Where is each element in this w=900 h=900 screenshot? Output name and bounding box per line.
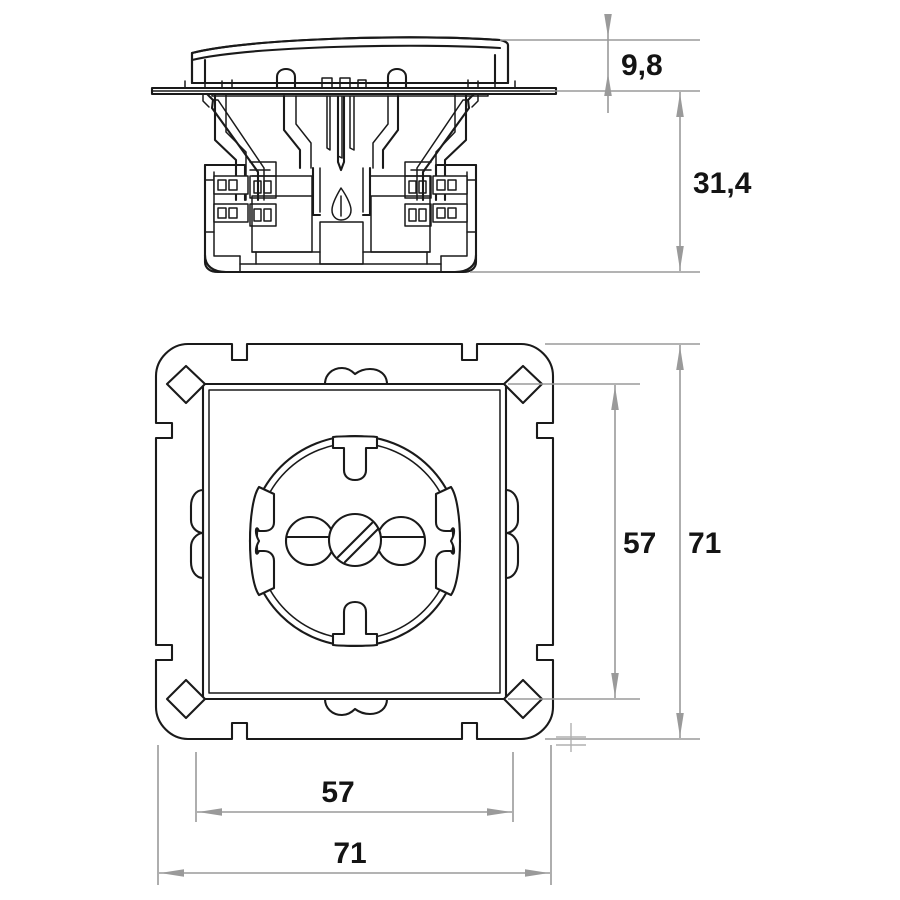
- center-screw-head: [331, 187, 352, 221]
- cover-plate: [190, 36, 510, 85]
- dim-height-71: 71: [676, 345, 721, 738]
- side-section-view: [150, 36, 558, 274]
- dim-31-4: 31,4: [676, 92, 752, 271]
- dimension-group-side: 9,8 31,4: [470, 14, 752, 273]
- center-mark: [556, 723, 586, 752]
- screw-tab-top: [323, 366, 389, 386]
- center-fixing-screw: [327, 512, 383, 568]
- earth-contact-right: [434, 485, 461, 597]
- mounting-claw-left: [202, 92, 265, 202]
- terminal-block-right: [404, 161, 478, 274]
- corner-lug-top-left: [165, 364, 207, 405]
- support-frame-outline: [154, 342, 555, 741]
- claw-slot-right: [504, 488, 520, 580]
- insert-bottom-contour: [203, 253, 478, 274]
- dim-width-71-label: 71: [333, 837, 366, 870]
- earth-contact-top: [331, 435, 379, 482]
- pin-hole-right: [375, 515, 427, 567]
- dim-width-71: 71: [159, 837, 550, 877]
- dim-height-71-label: 71: [688, 527, 721, 560]
- screw-tab-bottom: [323, 697, 389, 717]
- earth-contact-spring: [282, 94, 400, 217]
- dim-width-57: 57: [197, 776, 512, 816]
- earth-contact-left: [249, 485, 276, 597]
- claw-slot-left: [189, 488, 205, 580]
- mounting-claw-right: [416, 92, 479, 202]
- front-view: [154, 342, 555, 741]
- dimension-group-front: 57 71 57 71: [157, 343, 721, 885]
- dim-width-57-label: 57: [321, 776, 354, 809]
- earth-contact-bottom: [331, 600, 379, 647]
- detent-bumps: [275, 67, 408, 90]
- dim-height-57-label: 57: [623, 527, 656, 560]
- dim-9-8-label: 9,8: [621, 49, 663, 82]
- corner-lug-bottom-left: [165, 678, 207, 720]
- pin-hole-left: [284, 515, 336, 567]
- dim-9-8: 9,8: [604, 14, 663, 113]
- dim-height-57: 57: [611, 385, 656, 698]
- terminal-block-left: [203, 161, 277, 274]
- insert-inner-chambers: [251, 175, 431, 265]
- dim-31-4-label: 31,4: [693, 167, 752, 200]
